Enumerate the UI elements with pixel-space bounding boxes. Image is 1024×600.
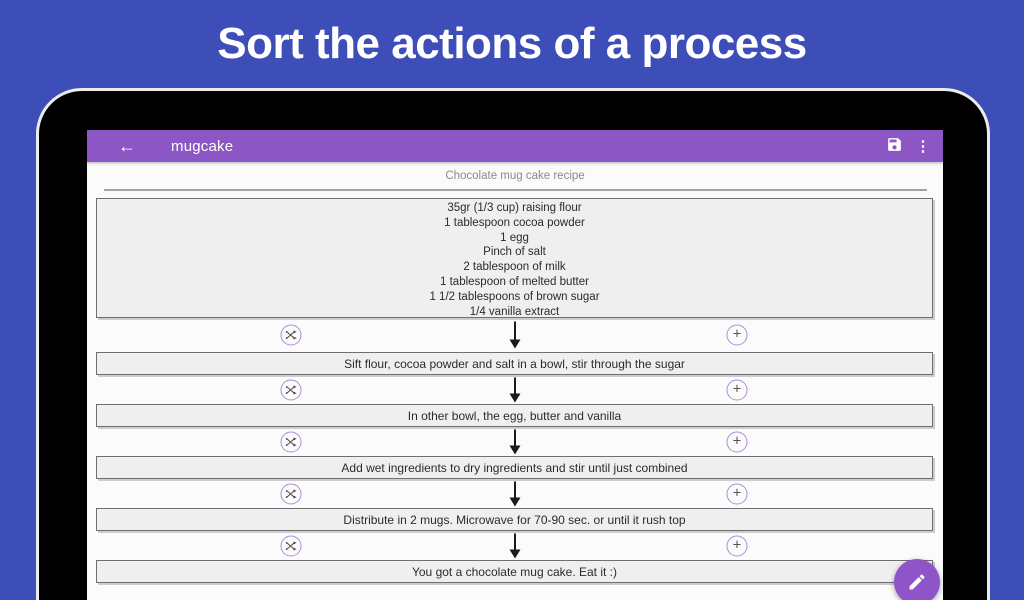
- plus-icon: +: [732, 325, 742, 343]
- overflow-dots-icon: ⋮: [915, 137, 931, 155]
- shuffle-button[interactable]: [280, 324, 302, 346]
- arrow-down-icon: [509, 321, 521, 349]
- back-button[interactable]: ←: [113, 130, 141, 162]
- banner-title: Sort the actions of a process: [217, 19, 807, 68]
- shuffle-button[interactable]: [280, 535, 302, 556]
- connector-row: +: [87, 479, 943, 508]
- arrow-down-icon: [509, 533, 521, 558]
- shuffle-button[interactable]: [280, 379, 302, 400]
- save-button[interactable]: [882, 134, 906, 158]
- shuffle-icon: [285, 540, 297, 551]
- arrow-down-icon: [509, 429, 521, 454]
- step-card[interactable]: In other bowl, the egg, butter and vanil…: [96, 404, 933, 427]
- connector-row: +: [87, 531, 943, 560]
- shuffle-icon: [285, 384, 297, 395]
- shuffle-button[interactable]: [280, 431, 302, 452]
- recipe-title-field[interactable]: Chocolate mug cake recipe: [445, 169, 585, 182]
- step-card[interactable]: You got a chocolate mug cake. Eat it :): [96, 560, 933, 583]
- page-banner: Sort the actions of a process: [0, 0, 1024, 88]
- toolbar-title: mugcake: [171, 137, 234, 155]
- save-floppy-icon: [886, 136, 903, 156]
- add-step-button[interactable]: +: [726, 483, 748, 504]
- overflow-menu-button[interactable]: ⋮: [913, 134, 933, 158]
- add-step-button[interactable]: +: [726, 535, 748, 556]
- recipe-title-row[interactable]: Chocolate mug cake recipe: [87, 162, 943, 189]
- connector-row: +: [87, 375, 943, 404]
- plus-icon: +: [732, 432, 742, 449]
- edit-fab[interactable]: [894, 559, 940, 600]
- arrow-down-icon: [509, 481, 521, 506]
- plus-icon: +: [732, 484, 742, 501]
- ingredients-card[interactable]: 35gr (1/3 cup) raising flour 1 tablespoo…: [96, 198, 933, 318]
- arrow-down-icon: [509, 377, 521, 402]
- add-step-button[interactable]: +: [726, 379, 748, 400]
- plus-icon: +: [732, 536, 742, 553]
- shuffle-icon: [285, 436, 297, 447]
- recipe-title-underline: [104, 189, 927, 191]
- tablet-frame: ← mugcake ⋮ Chocolate mug cake recipe: [36, 88, 990, 600]
- step-card[interactable]: Sift flour, cocoa powder and salt in a b…: [96, 352, 933, 375]
- shuffle-icon: [285, 488, 297, 499]
- add-step-button[interactable]: +: [726, 324, 748, 346]
- plus-icon: +: [732, 380, 742, 397]
- step-card[interactable]: Add wet ingredients to dry ingredients a…: [96, 456, 933, 479]
- step-card[interactable]: Distribute in 2 mugs. Microwave for 70-9…: [96, 508, 933, 531]
- process-editor: Chocolate mug cake recipe 35gr (1/3 cup)…: [87, 162, 943, 583]
- shuffle-icon: [285, 330, 297, 340]
- shuffle-button[interactable]: [280, 483, 302, 504]
- pencil-icon: [909, 574, 925, 590]
- connector-row: +: [87, 427, 943, 456]
- connector-row: +: [87, 318, 943, 352]
- app-screen: ← mugcake ⋮ Chocolate mug cake recipe: [87, 130, 943, 600]
- app-toolbar: ← mugcake ⋮: [87, 130, 943, 162]
- back-arrow-icon: ←: [118, 135, 136, 156]
- add-step-button[interactable]: +: [726, 431, 748, 452]
